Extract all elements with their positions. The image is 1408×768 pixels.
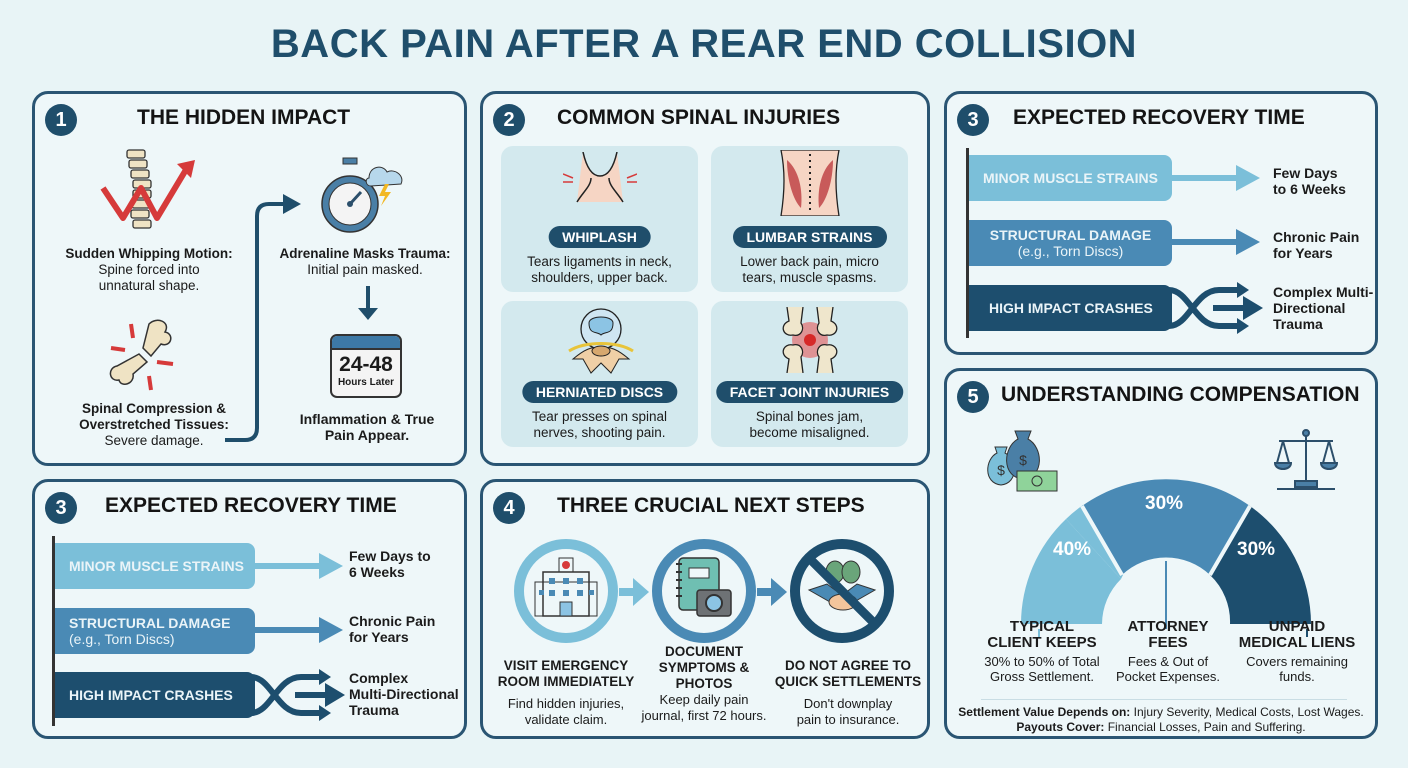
herniated-disc-icon xyxy=(568,308,634,374)
svg-text:$: $ xyxy=(997,462,1005,478)
section-number-badge: 1 xyxy=(45,104,77,136)
tick xyxy=(1038,629,1040,637)
section-number-badge: 3 xyxy=(45,492,77,524)
injury-desc: Spinal bones jam,become misaligned. xyxy=(749,409,870,440)
recovery-bar-high-impact: HIGH IMPACT CRASHES xyxy=(969,285,1172,331)
recovery-bar-structural: STRUCTURAL DAMAGE(e.g., Torn Discs) xyxy=(55,608,255,654)
step-er: VISIT EMERGENCY ROOM IMMEDIATELY Find hi… xyxy=(497,658,635,727)
svg-text:$: $ xyxy=(1019,452,1027,468)
stopwatch-storm-icon xyxy=(321,157,403,233)
panel-hidden-impact: 1 THE HIDDEN IMPACT Sudden Whipping Moti… xyxy=(32,91,467,466)
arrow-right-icon xyxy=(255,553,343,579)
tangled-arrows-icon xyxy=(251,669,345,721)
gauge-pct-client: 40% xyxy=(1053,539,1092,560)
whip-motion-text: Sudden Whipping Motion: Spine forced int… xyxy=(65,246,233,293)
section-title: COMMON SPINAL INJURIES xyxy=(557,106,841,129)
journal-camera-icon xyxy=(652,539,756,643)
compensation-footer: Settlement Value Depends on: Injury Seve… xyxy=(958,705,1364,734)
flow-arrow-icon xyxy=(225,194,301,442)
step-document: DOCUMENT SYMPTOMS & PHOTOS Keep daily pa… xyxy=(641,644,767,723)
neck-icon xyxy=(563,152,637,203)
injury-desc: Tears ligaments in neck,shoulders, upper… xyxy=(527,254,672,285)
money-bags-icon: $ $ xyxy=(987,430,1058,492)
gauge-pct-liens: 30% xyxy=(1237,539,1276,560)
injury-card-facet: FACET JOINT INJURIES Spinal bones jam,be… xyxy=(711,301,908,447)
section-title: THREE CRUCIAL NEXT STEPS xyxy=(557,494,865,517)
tick xyxy=(1306,629,1308,637)
calendar-icon: 24-48 Hours Later xyxy=(330,334,402,398)
recovery-bar-structural: STRUCTURAL DAMAGE(e.g., Torn Discs) xyxy=(969,220,1172,266)
injury-card-whiplash: WHIPLASH Tears ligaments in neck,shoulde… xyxy=(501,146,698,292)
divider xyxy=(981,699,1347,700)
section-title: THE HIDDEN IMPACT xyxy=(137,106,351,129)
panel-next-steps: 4 THREE CRUCIAL NEXT STEPS VISIT EMERGEN… xyxy=(480,479,930,739)
compensation-gauge-chart xyxy=(1021,479,1311,629)
inflammation-text: Inflammation & True Pain Appear. xyxy=(299,411,435,443)
section-number-badge: 4 xyxy=(493,492,525,524)
section-title: EXPECTED RECOVERY TIME xyxy=(1013,106,1305,129)
recovery-bar-minor: MINOR MUSCLE STRAINS xyxy=(55,543,255,589)
recovery-bar-high-impact: HIGH IMPACT CRASHES xyxy=(55,672,255,718)
no-handshake-money-icon xyxy=(790,539,894,643)
section-number-badge: 3 xyxy=(957,104,989,136)
section-number-badge: 2 xyxy=(493,104,525,136)
scales-of-justice-icon xyxy=(1273,429,1339,490)
arrow-right-icon xyxy=(757,578,787,606)
arrow-right-icon xyxy=(619,578,649,606)
adrenaline-text: Adrenaline Masks Trauma: Initial pain ma… xyxy=(279,246,451,277)
panel-compensation: 5 UNDERSTANDING COMPENSATION $ $ 40% 30%… xyxy=(944,368,1378,739)
lower-back-icon xyxy=(780,150,840,216)
recovery-bar-minor: MINOR MUSCLE STRAINS xyxy=(969,155,1172,201)
injury-label: WHIPLASH xyxy=(548,226,651,248)
step-no-settlement: DO NOT AGREE TO QUICK SETTLEMENTS Don't … xyxy=(774,658,922,727)
tangled-arrows-icon xyxy=(1169,282,1263,334)
down-arrow-icon xyxy=(358,286,378,320)
timeline-axis xyxy=(52,536,55,726)
compression-text: Spinal Compression & Overstretched Tissu… xyxy=(79,401,229,448)
gauge-pct-attorney: 30% xyxy=(1145,493,1184,514)
arrow-right-icon xyxy=(255,617,343,643)
injury-label: LUMBAR STRAINS xyxy=(732,226,887,248)
injury-label: HERNIATED DISCS xyxy=(521,381,678,403)
panel-spinal-injuries: 2 COMMON SPINAL INJURIES WHIPLASH Tears … xyxy=(480,91,930,466)
arrow-right-icon xyxy=(1172,165,1260,191)
panel-recovery-top: 3 EXPECTED RECOVERY TIME MINOR MUSCLE ST… xyxy=(944,91,1378,355)
broken-bone-icon xyxy=(109,319,174,391)
timeline-axis xyxy=(966,148,969,338)
injury-label: FACET JOINT INJURIES xyxy=(715,381,904,403)
arrow-right-icon xyxy=(1172,229,1260,255)
facet-joint-icon xyxy=(782,307,838,373)
page-title: BACK PAIN AFTER A REAR END COLLISION xyxy=(270,22,1138,66)
panel-recovery-bottom: 3 EXPECTED RECOVERY TIME MINOR MUSCLE ST… xyxy=(32,479,467,739)
section-title: UNDERSTANDING COMPENSATION xyxy=(1001,383,1360,406)
section-number-badge: 5 xyxy=(957,381,989,413)
section-title: EXPECTED RECOVERY TIME xyxy=(105,494,397,517)
hospital-icon xyxy=(514,539,618,643)
spine-whip-icon xyxy=(100,149,195,229)
